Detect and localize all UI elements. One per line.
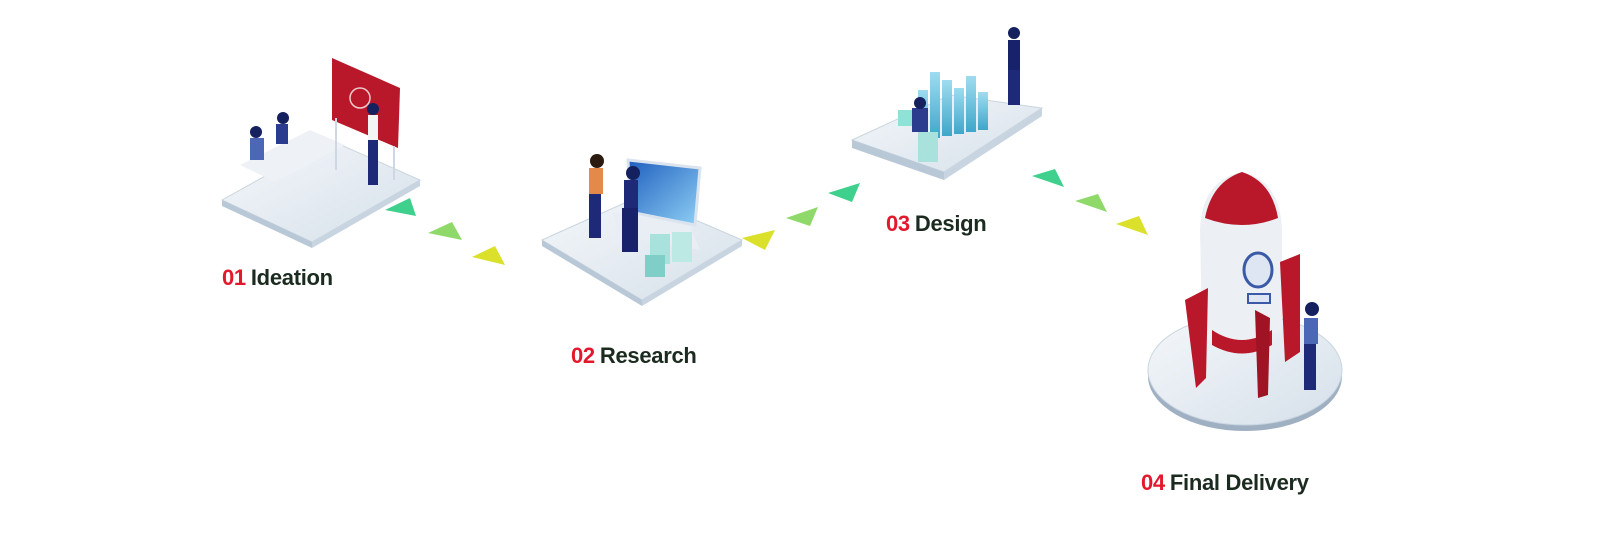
- arrow-icon: [1032, 169, 1064, 187]
- ideation-illustration: [220, 58, 422, 248]
- step-title: Research: [599, 343, 697, 368]
- step-title: Design: [914, 211, 987, 236]
- arrow-icon: [472, 246, 505, 265]
- step-number: 03: [886, 211, 910, 236]
- arrows-design-to-delivery: [1032, 169, 1148, 235]
- arrow-icon: [742, 230, 775, 250]
- research-illustration: [540, 154, 744, 306]
- rocket-illustration: [1147, 172, 1343, 431]
- step-number: 04: [1141, 470, 1165, 495]
- step-title: Ideation: [250, 265, 333, 290]
- arrow-icon: [1116, 216, 1148, 235]
- arrows-ideation-to-research: [385, 198, 505, 265]
- step-number: 02: [571, 343, 595, 368]
- arrow-icon: [828, 183, 860, 202]
- arrows-research-to-design: [742, 183, 860, 250]
- arrow-icon: [428, 222, 462, 240]
- design-illustration: [850, 27, 1044, 180]
- step-number: 01: [222, 265, 246, 290]
- arrow-icon: [786, 207, 818, 226]
- step-title: Final Delivery: [1169, 470, 1309, 495]
- arrow-icon: [1075, 194, 1107, 212]
- arrow-icon: [385, 198, 416, 216]
